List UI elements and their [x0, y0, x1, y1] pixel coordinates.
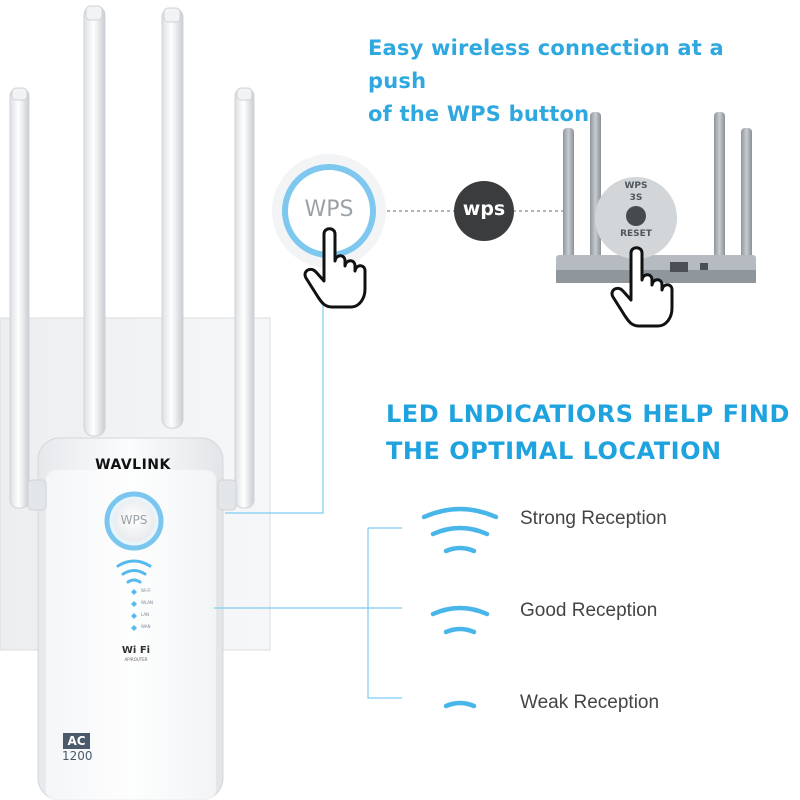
router-illustration — [556, 112, 756, 283]
signal-level-label: Good Reception — [520, 600, 658, 621]
signal-weak-icon — [443, 700, 477, 709]
router-sticker-time: 3S — [629, 193, 643, 203]
router-sticker-wps: WPS — [624, 181, 648, 191]
router-sticker-reset: RESET — [620, 229, 652, 239]
led-headline: LED LNDICATIORS HELP FIND THE OPTIMAL LO… — [386, 400, 790, 465]
ac-model: 1200 — [62, 749, 93, 763]
signal-good-icon — [430, 605, 490, 635]
wifi-badge: Wi Fi — [121, 645, 151, 656]
wps-button-label: WPS — [304, 197, 354, 222]
signal-level-label: Strong Reception — [520, 508, 667, 529]
device-led-label: Wi-Fi — [141, 588, 151, 593]
wps-bubble-label: wps — [462, 198, 506, 220]
hand-pointer-icon — [610, 246, 674, 328]
hand-pointer-icon — [303, 227, 367, 309]
device-wps-label: WPS — [120, 513, 148, 527]
signal-strong-icon — [421, 506, 499, 554]
wps-headline: Easy wireless connection at a push of th… — [368, 36, 724, 126]
antennas — [9, 5, 255, 509]
ac-badge: AC — [67, 734, 86, 748]
device-led-label: WAN — [141, 624, 151, 629]
brand-logo: WAVLINK — [95, 457, 171, 473]
wifi-badge-sub: AP/ROUTER — [124, 657, 148, 662]
signal-level-label: Weak Reception — [520, 692, 660, 713]
device-led-label: WLAN — [141, 600, 154, 605]
device-led-label: LAN — [141, 612, 150, 617]
